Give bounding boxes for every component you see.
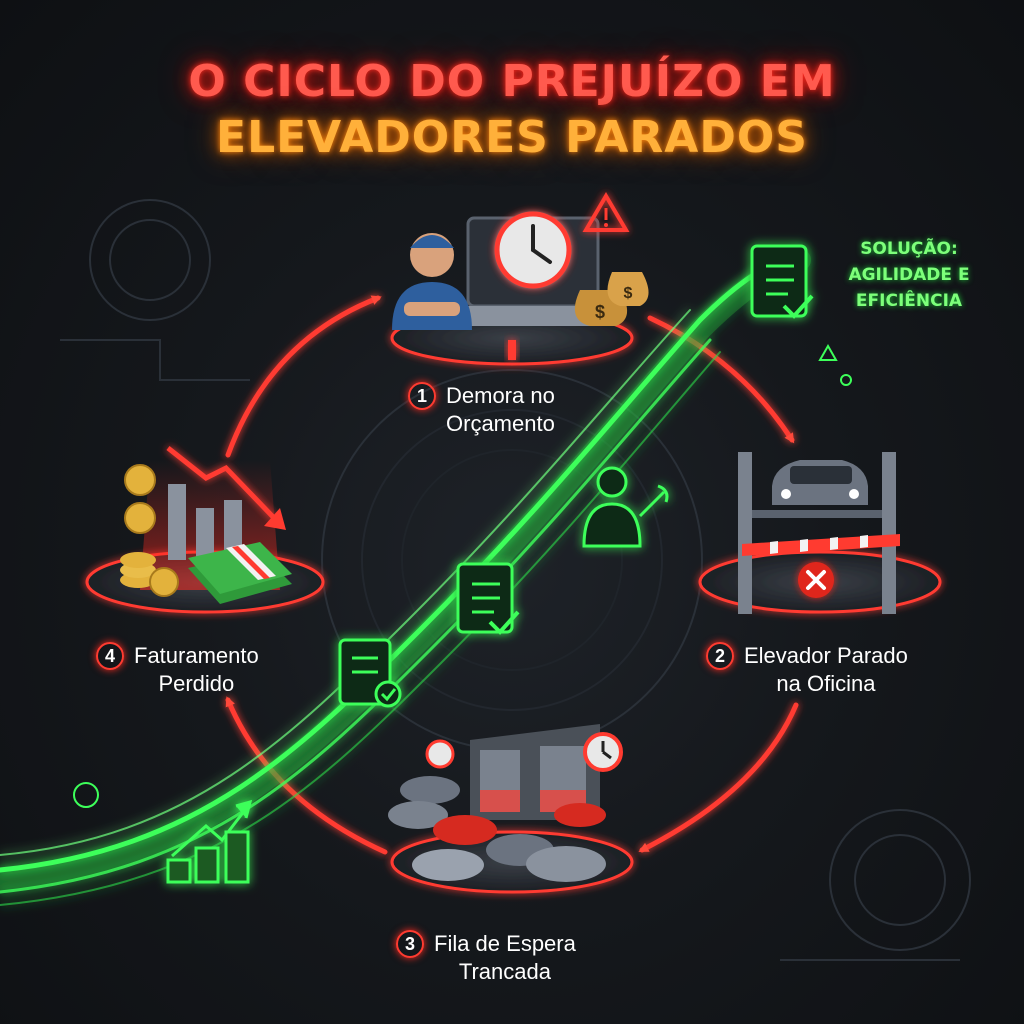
step-4: 4 Faturamento Perdido xyxy=(96,642,259,698)
arrow-step4-to-step1 xyxy=(225,295,382,458)
step-2-label: Elevador Parado na Oficina xyxy=(744,642,908,698)
step4-illustration xyxy=(120,446,292,604)
loss-cycle-arrows xyxy=(225,295,799,855)
step-3-label-line1: Fila de Espera xyxy=(434,931,576,956)
step2-illustration xyxy=(738,452,900,614)
car-lift-icon xyxy=(738,452,896,614)
step-4-label-line2: Perdido xyxy=(158,671,235,696)
step-3-label: Fila de Espera Trancada xyxy=(434,930,576,986)
checklist-icon xyxy=(338,638,402,708)
step-1-label-line2: Orçamento xyxy=(446,411,555,436)
step-3-number: 3 xyxy=(396,930,424,958)
solution-label: SOLUÇÃO: AGILIDADE E EFICIÊNCIA xyxy=(834,236,984,314)
step-1-label: Demora no Orçamento xyxy=(446,382,555,438)
clock-icon xyxy=(494,211,572,289)
step-2-number: 2 xyxy=(706,642,734,670)
barrier-tape-icon xyxy=(742,534,900,556)
step-3: 3 Fila de Espera Trancada xyxy=(396,930,576,986)
garage-icon xyxy=(470,724,600,820)
checklist-icon xyxy=(456,562,520,635)
cash-stack-icon xyxy=(188,542,292,604)
clock-icon xyxy=(425,732,623,772)
arrow-step1-to-step2 xyxy=(647,315,795,444)
solution-icons xyxy=(166,244,814,884)
step-1: 1 Demora no Orçamento xyxy=(408,382,555,438)
coins-icon xyxy=(120,464,179,597)
title-line1: O CICLO DO PREJUÍZO EM xyxy=(188,56,836,107)
solution-line2: AGILIDADE E xyxy=(848,265,970,285)
step-1-number: 1 xyxy=(408,382,436,410)
mechanic-icon xyxy=(392,233,472,330)
step-4-number: 4 xyxy=(96,642,124,670)
title-line2: ELEVADORES PARADOS xyxy=(216,112,808,163)
arrow-step2-to-step3 xyxy=(638,702,799,853)
mechanic-wrench-icon xyxy=(582,466,669,548)
svg-text:$: $ xyxy=(624,285,633,302)
step3-illustration xyxy=(388,724,623,882)
money-bag-icon: $ $ xyxy=(574,272,649,326)
step-1-label-line1: Demora no xyxy=(446,383,555,408)
step-3-label-line2: Trancada xyxy=(458,959,551,984)
step-4-label: Faturamento Perdido xyxy=(134,642,259,698)
solution-line1: SOLUÇÃO: xyxy=(860,239,958,259)
arrow-step3-to-step4 xyxy=(225,696,388,855)
svg-text:$: $ xyxy=(595,302,605,322)
car-icon xyxy=(772,460,868,505)
x-mark-icon xyxy=(798,562,834,598)
step-2: 2 Elevador Parado na Oficina xyxy=(706,642,908,698)
solution-line3: EFICIÊNCIA xyxy=(855,291,963,311)
declining-chart-icon xyxy=(166,446,286,560)
growth-arrow-icon xyxy=(166,799,253,884)
step-2-label-line1: Elevador Parado xyxy=(744,643,908,668)
checklist-icon xyxy=(750,244,814,319)
step-4-label-line1: Faturamento xyxy=(134,643,259,668)
step-2-label-line2: na Oficina xyxy=(776,671,876,696)
cars-icon xyxy=(388,776,606,882)
warning-icon xyxy=(582,192,630,232)
step1-illustration: $ $ xyxy=(392,192,649,360)
